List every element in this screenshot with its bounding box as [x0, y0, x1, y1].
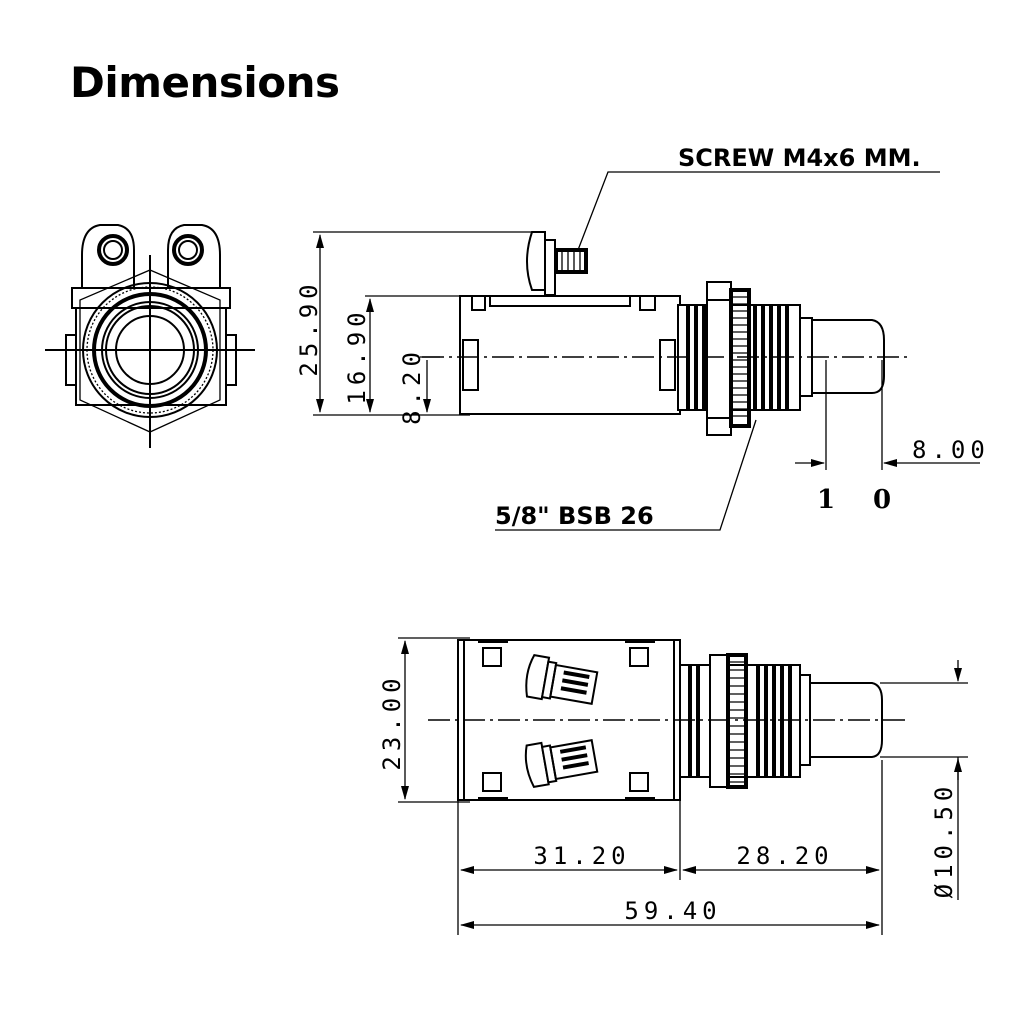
dim-stroke: 8.00 [912, 436, 990, 464]
dim-total-length: 59.40 [624, 897, 721, 925]
dim-button-diameter: Ø10.50 [930, 782, 958, 899]
screw-bottom-upper [525, 654, 599, 705]
screw-side [526, 231, 588, 296]
dim-total-height: 25.90 [295, 279, 323, 376]
thread-label: 5/8" BSB 26 [495, 502, 654, 530]
terminal-left [81, 224, 135, 290]
front-view [45, 224, 255, 448]
screw-label: SCREW M4x6 MM. [678, 144, 921, 172]
side-view [422, 231, 908, 436]
dim-body-height: 16.90 [343, 307, 371, 404]
dim-center-height: 8.20 [398, 347, 426, 425]
position-off-label: 0 [873, 485, 891, 515]
dim-body-width: 23.00 [378, 673, 406, 770]
page-title: Dimensions [70, 58, 340, 107]
dim-front-length: 28.20 [736, 842, 833, 870]
position-on-label: 1 [817, 485, 835, 515]
screw-bottom-lower [524, 739, 599, 789]
bottom-view [428, 639, 905, 801]
terminal-right [167, 224, 221, 290]
dim-body-length: 31.20 [533, 842, 630, 870]
